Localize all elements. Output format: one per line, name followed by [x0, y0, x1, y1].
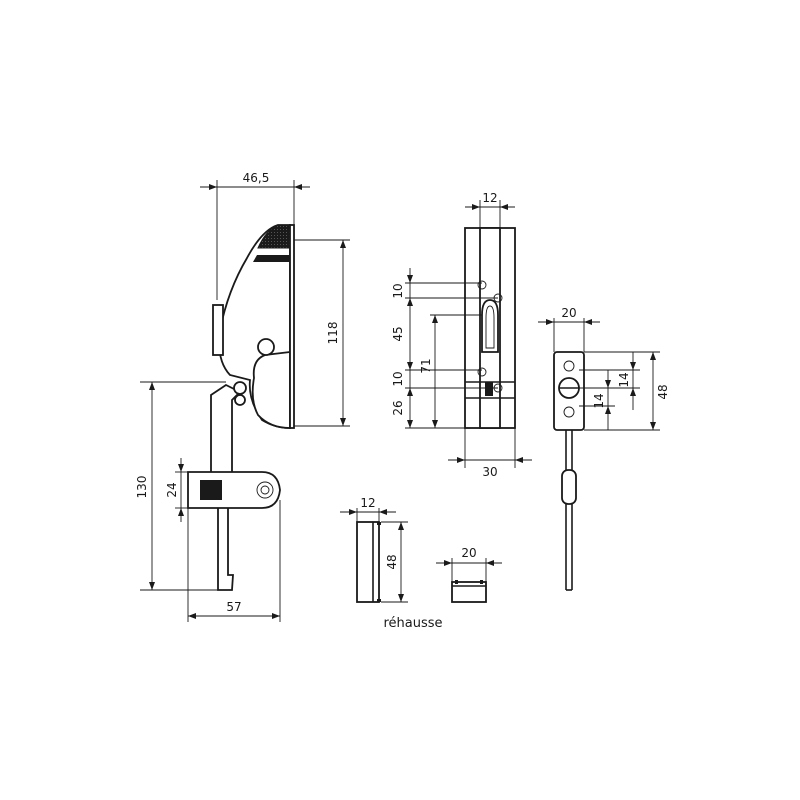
label-bottom-offset: 26: [391, 400, 405, 415]
guide-hole: [256, 481, 274, 499]
label-handle-height: 118: [326, 322, 340, 345]
screw-hole-1: [477, 280, 487, 290]
label-rod-height: 130: [135, 476, 149, 499]
side-tab: [212, 304, 224, 356]
dim-case-vertical: 10 45 10 26 71: [391, 268, 498, 429]
dim-keeper-width: 20: [538, 306, 600, 352]
keeper-hole-top: [563, 360, 575, 372]
dim-handle-height: 118: [294, 239, 350, 427]
label-cylinder-center: 71: [419, 358, 433, 373]
lock-case: [464, 227, 516, 429]
keeper-hole-bottom: [563, 406, 575, 418]
handle-assembly: [187, 224, 295, 591]
riser-block: [451, 580, 487, 603]
label-cylinder-height: 45: [391, 326, 405, 341]
label-riser-block-width: 20: [461, 546, 476, 560]
bolt: [485, 382, 493, 396]
label-hole-spacing-1: 10: [391, 283, 405, 298]
handle-lever: [251, 350, 291, 429]
dim-riser-height: 48: [381, 521, 408, 603]
dim-keeper-vertical: 14 14 48: [579, 351, 670, 431]
label-keeper-spacing-2: 14: [592, 393, 606, 408]
grip-hatch: [257, 224, 291, 249]
dim-handle-width: 46,5: [200, 171, 310, 300]
label-keeper-height: 48: [656, 384, 670, 399]
dim-riser-width: 12: [340, 496, 396, 522]
keeper-assembly: [553, 351, 585, 591]
label-case-width-bottom: 30: [482, 465, 497, 479]
riser-side: [356, 521, 381, 603]
riser-block-body: [451, 581, 487, 603]
screw-hole-2: [477, 367, 487, 377]
label-riser-width: 12: [360, 496, 375, 510]
dim-rod-height: 130: [135, 381, 226, 591]
label-base-width: 57: [226, 600, 241, 614]
guide-button: [200, 480, 222, 500]
riser-caption: réhausse: [383, 616, 442, 631]
label-handle-width: 46,5: [243, 171, 270, 185]
label-hole-spacing-2: 10: [391, 371, 405, 386]
label-guide-height: 24: [165, 482, 179, 497]
rod-coupling: [561, 469, 577, 505]
dim-riser-block-width: 20: [436, 546, 502, 582]
dim-guide-height: 24: [165, 458, 188, 522]
cylinder-cutout: [481, 299, 499, 353]
riser-side-body: [356, 521, 380, 603]
dim-case-width-top: 12: [465, 191, 515, 228]
label-keeper-spacing-1: 14: [617, 372, 631, 387]
label-riser-height: 48: [385, 554, 399, 569]
label-keeper-width: 20: [561, 306, 576, 320]
dim-case-width-bottom: 30: [448, 428, 532, 479]
dim-base-width: 57: [187, 500, 281, 622]
label-case-width-top: 12: [482, 191, 497, 205]
pivot-knob: [257, 338, 275, 356]
